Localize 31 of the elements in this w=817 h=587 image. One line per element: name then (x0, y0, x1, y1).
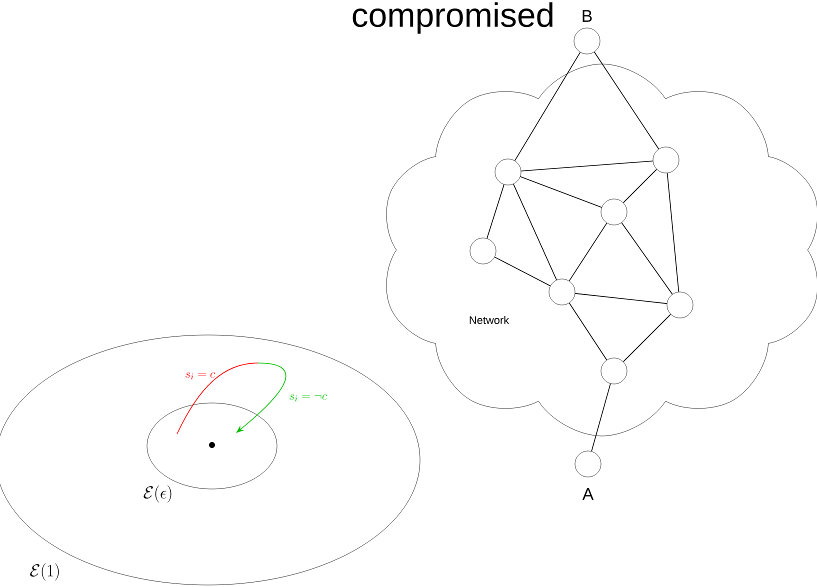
connector-line (568, 302, 608, 360)
connector-line (594, 52, 660, 150)
network-node (666, 292, 694, 318)
node-label: $\mathcal{E}(\epsilon)$ (144, 485, 172, 503)
connector-line (520, 160, 654, 172)
network-node (470, 238, 496, 264)
connector-line (621, 222, 673, 295)
connector-line (622, 168, 658, 204)
network-node (574, 450, 602, 478)
network-node (548, 278, 576, 306)
connector-line (514, 52, 581, 162)
network-node (652, 146, 680, 174)
node-label: B (582, 10, 592, 22)
connector-line (568, 222, 608, 282)
network-node (494, 158, 522, 186)
connector-line (574, 293, 668, 304)
slide-title: compromised (352, 2, 552, 34)
math-label: $s_i = c$ (186, 372, 215, 380)
math-label: $s_i = \neg c$ (290, 394, 327, 402)
connector-line (486, 184, 504, 239)
network-node (600, 358, 628, 384)
connector-line (666, 172, 680, 292)
connector-line (513, 184, 557, 280)
connector-line (520, 176, 602, 208)
connector-line (494, 256, 551, 286)
connector-line (622, 314, 672, 362)
node-label: A (582, 488, 594, 500)
connector-line (591, 383, 611, 452)
network-node (574, 28, 600, 54)
point (209, 442, 215, 448)
network-node (600, 198, 628, 226)
